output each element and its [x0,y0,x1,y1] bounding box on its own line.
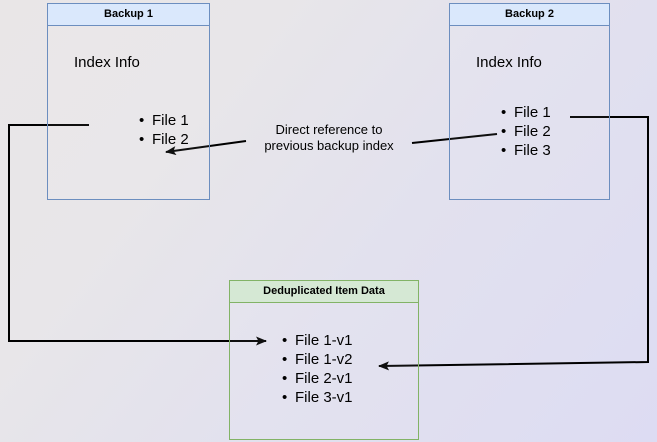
direct-reference-label-line2: previous backup index [264,138,394,153]
deduplicated-item-data-box[interactable]: Deduplicated Item Data File 1-v1 File 1-… [229,280,419,440]
deduplicated-file-list: File 1-v1 File 1-v2 File 2-v1 File 3-v1 [277,331,352,407]
backup-2-box[interactable]: Backup 2 Index Info File 1 File 2 File 3 [449,3,610,200]
list-item: File 3-v1 [282,388,352,407]
backup-1-file-list: File 1 File 2 [134,111,189,149]
backup-2-header: Backup 2 [450,4,609,26]
deduplicated-item-data-body: File 1-v1 File 1-v2 File 2-v1 File 3-v1 [230,303,418,439]
deduplicated-item-data-header: Deduplicated Item Data [230,281,418,303]
list-item: File 3 [501,141,551,160]
backup-2-body: Index Info File 1 File 2 File 3 [450,26,609,199]
backup-1-body: Index Info File 1 File 2 [48,26,209,199]
list-item: File 2 [501,122,551,141]
list-item: File 1-v2 [282,350,352,369]
backup-1-box[interactable]: Backup 1 Index Info File 1 File 2 [47,3,210,200]
backup-1-header: Backup 1 [48,4,209,26]
backup-2-subtitle: Index Info [476,54,542,71]
backup-1-subtitle: Index Info [74,54,140,71]
list-item: File 2 [139,130,189,149]
list-item: File 1 [139,111,189,130]
list-item: File 1-v1 [282,331,352,350]
direct-reference-label-line1: Direct reference to [275,122,383,137]
direct-reference-label: Direct reference to previous backup inde… [249,122,409,154]
list-item: File 2-v1 [282,369,352,388]
list-item: File 1 [501,103,551,122]
backup-2-file-list: File 1 File 2 File 3 [496,103,551,160]
